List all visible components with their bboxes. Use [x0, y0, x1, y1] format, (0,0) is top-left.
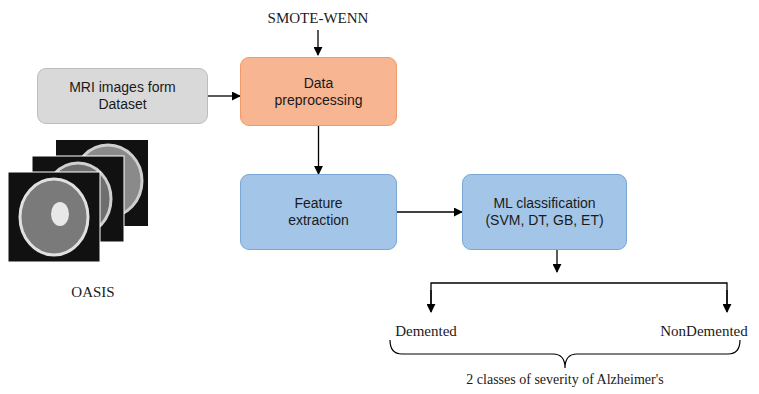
process-box: Feature extraction: [240, 174, 397, 250]
output-arrow: [556, 250, 557, 272]
class-label: Demented: [395, 323, 457, 340]
input-arrow: [317, 30, 318, 55]
lesion-spot: [51, 202, 69, 226]
box-label: ML classification (SVM, DT, GB, ET): [480, 195, 610, 229]
split-arrow: [726, 290, 727, 312]
process-box: Data preprocessing: [240, 57, 397, 126]
split-line: [431, 283, 727, 308]
mri-scan-images: [8, 140, 148, 262]
box-label: Data preprocessing: [264, 75, 374, 109]
split-arrow: [430, 290, 431, 312]
process-box: ML classification (SVM, DT, GB, ET): [462, 174, 627, 250]
method-label: SMOTE-WENN: [268, 10, 369, 27]
box-label: Feature extraction: [264, 195, 374, 229]
brain-shape: [20, 179, 88, 255]
flow-arrow: [208, 95, 240, 96]
box-label: MRI images form Dataset: [48, 79, 198, 113]
flow-arrow: [318, 126, 319, 174]
caption-note: 2 classes of severity of Alzheimer's: [466, 372, 663, 387]
mri-scan: [8, 172, 100, 262]
flow-arrow: [397, 211, 462, 212]
dataset-label: OASIS: [71, 284, 114, 301]
data-source-box: MRI images form Dataset: [37, 68, 208, 124]
brace: [390, 340, 740, 368]
class-label: NonDemented: [660, 323, 747, 340]
